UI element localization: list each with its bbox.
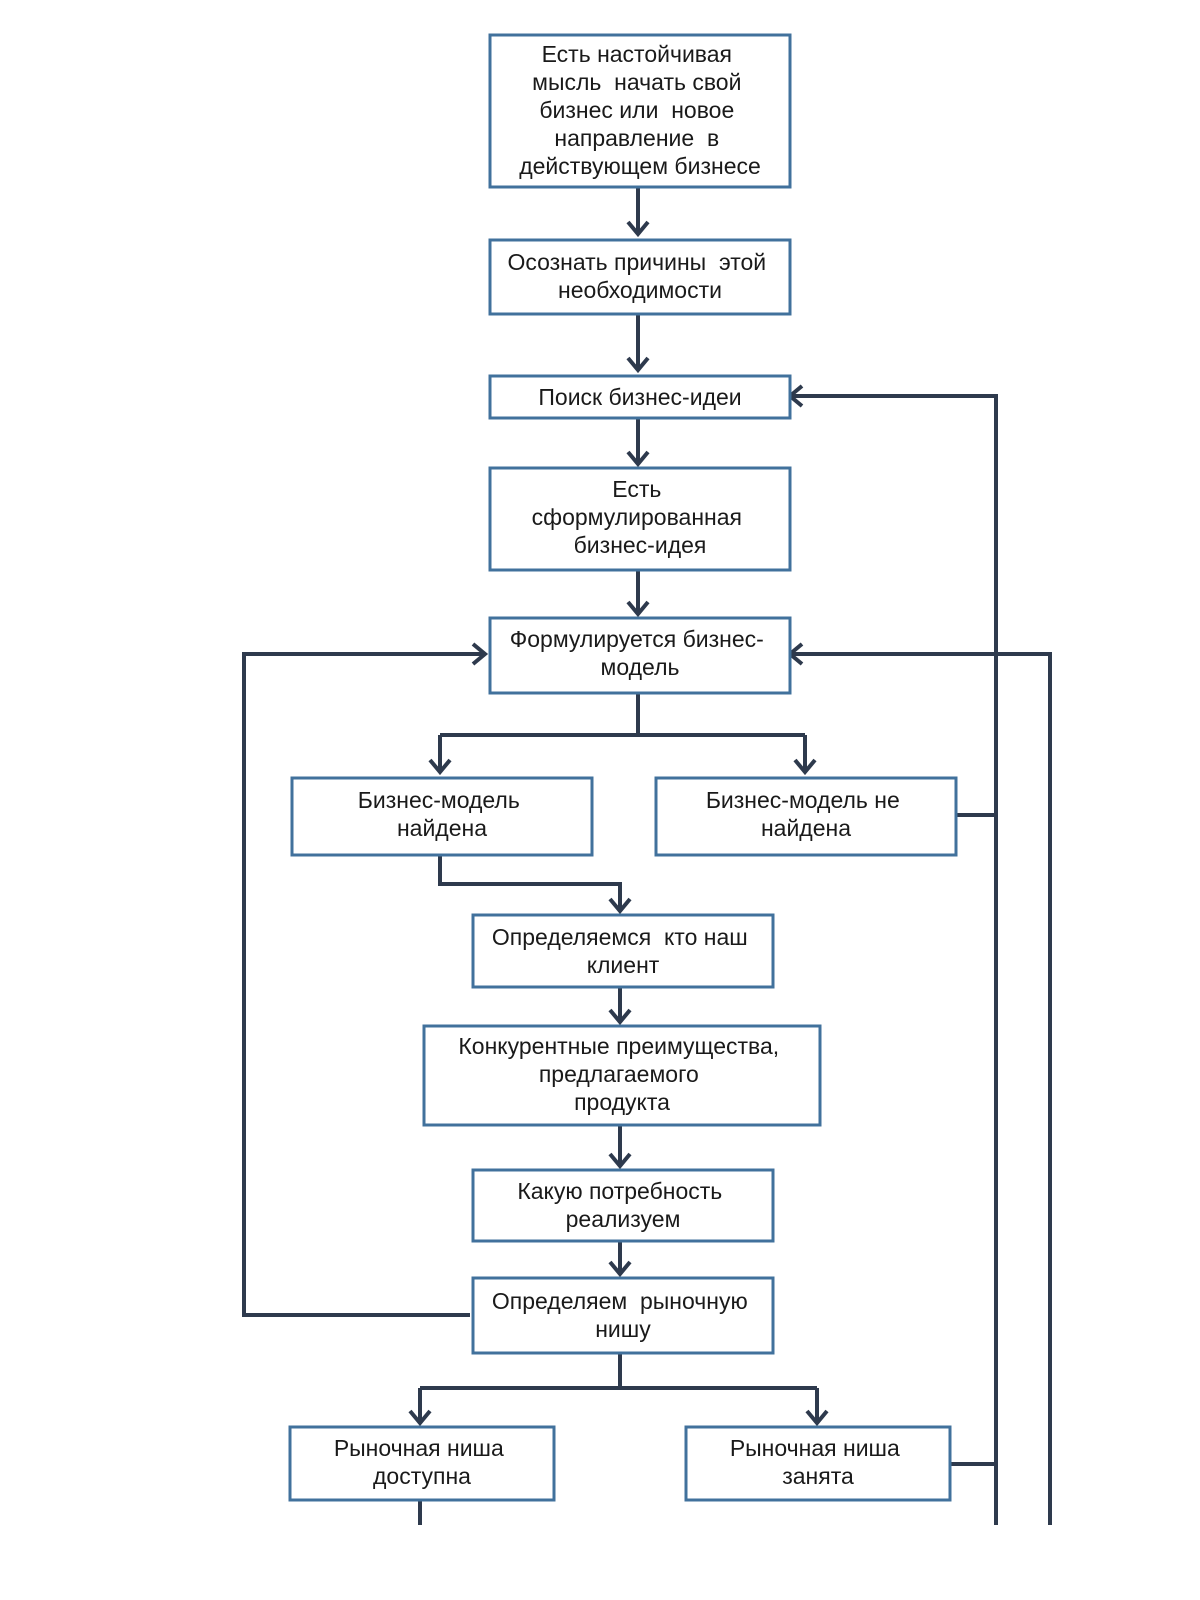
arrowhead	[805, 1409, 829, 1427]
node-model-formulated: Формулируется бизнес- модель	[488, 616, 792, 695]
node-need-realized: Какую потребность реализуем	[471, 1168, 775, 1243]
node-search-idea: Поиск бизнес-идеи	[488, 374, 792, 420]
node-model-formulated-text: Формулируется бизнес- модель	[510, 626, 770, 680]
edge-niche-loop-left	[242, 652, 485, 1317]
node-niche-available: Рыночная ниша доступна	[288, 1425, 556, 1502]
node-idea-formulated: Есть сформулированная бизнес-идея	[488, 466, 792, 572]
edge-niche-split	[418, 1353, 819, 1423]
node-define-client-text: Определяемся кто наш клиент	[492, 924, 754, 978]
node-niche-available-text: Рыночная ниша доступна	[334, 1435, 510, 1489]
node-model-not-found-text: Бизнес-модель не найдена	[706, 787, 906, 841]
arrowhead	[428, 758, 452, 776]
arrowhead	[608, 1260, 632, 1278]
node-need-realized-text: Какую потребность реализуем	[517, 1178, 728, 1232]
arrowhead	[626, 450, 650, 468]
edge-model-split	[438, 693, 807, 772]
arrowhead	[793, 758, 817, 776]
node-market-niche-text: Определяем рыночную нишу	[492, 1288, 754, 1342]
arrowhead	[471, 642, 489, 666]
edge-found-to-client	[438, 855, 622, 911]
node-niche-occupied-text: Рыночная ниша занята	[730, 1435, 906, 1489]
edge-loop-to-search	[790, 394, 998, 1525]
node-define-client: Определяемся кто наш клиент	[471, 913, 775, 989]
arrowhead	[608, 1152, 632, 1170]
node-realize-reasons-text: Осознать причины этой необходимости	[507, 249, 772, 303]
arrowhead	[626, 220, 650, 238]
node-idea-thought: Есть настойчивая мысль начать свой бизне…	[488, 33, 792, 189]
node-model-not-found: Бизнес-модель не найдена	[654, 776, 958, 857]
node-model-found-text: Бизнес-модель найдена	[358, 787, 526, 841]
arrowhead	[626, 600, 650, 618]
node-competitive-advantages: Конкурентные преимущества, предлагаемого…	[422, 1024, 822, 1127]
arrowhead	[608, 897, 632, 915]
node-competitive-advantages-text: Конкурентные преимущества, предлагаемого…	[458, 1033, 785, 1115]
node-search-idea-text: Поиск бизнес-идеи	[538, 384, 741, 410]
node-idea-formulated-text: Есть сформулированная бизнес-идея	[532, 476, 749, 558]
node-model-found: Бизнес-модель найдена	[290, 776, 594, 857]
arrowhead	[626, 356, 650, 374]
node-niche-occupied: Рыночная ниша занята	[684, 1425, 952, 1502]
node-market-niche: Определяем рыночную нишу	[471, 1276, 775, 1355]
arrowhead	[408, 1409, 432, 1427]
edge-loop-to-model	[790, 652, 1052, 1525]
node-idea-thought-text: Есть настойчивая мысль начать свой бизне…	[519, 41, 761, 179]
connectors	[242, 187, 1052, 1525]
node-realize-reasons: Осознать причины этой необходимости	[488, 238, 792, 316]
arrowhead	[608, 1008, 632, 1026]
